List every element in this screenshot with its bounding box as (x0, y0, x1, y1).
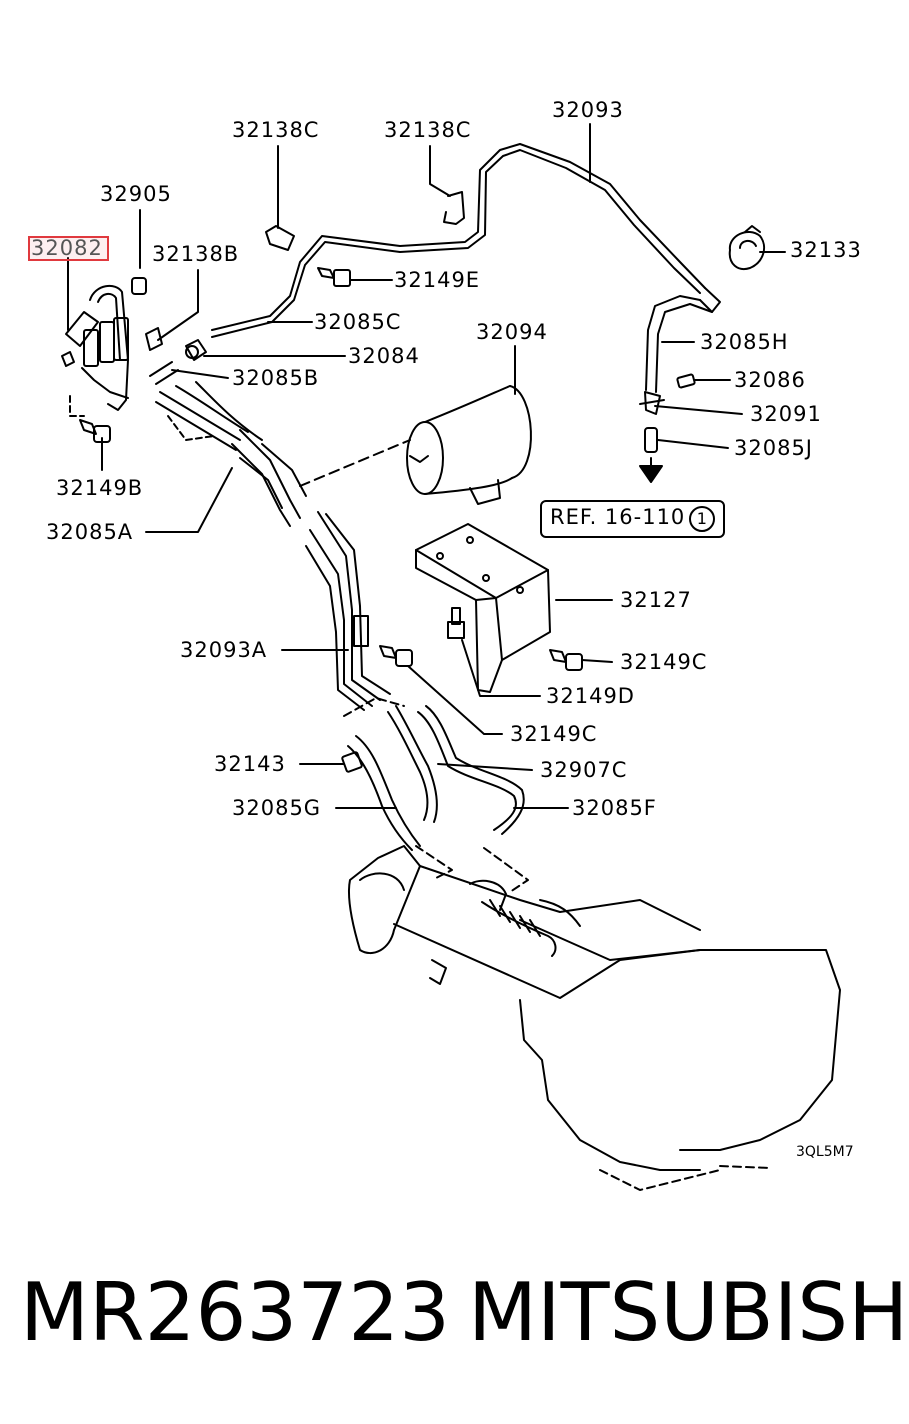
solenoid-valve-32082 (61, 284, 163, 417)
canister-32094 (406, 385, 532, 505)
label-32143[interactable]: 32143 (214, 752, 286, 776)
reference-text: REF. 16-110 (550, 505, 686, 529)
parts-diagram (61, 123, 841, 1191)
leader-lines (67, 123, 786, 809)
label-32138C-right[interactable]: 32138C (384, 118, 472, 142)
reference-circle-number: 1 (689, 506, 716, 532)
label-32905[interactable]: 32905 (100, 182, 172, 206)
transmission-housing (347, 845, 841, 1191)
label-32149D[interactable]: 32149D (546, 684, 635, 708)
label-32907C[interactable]: 32907C (540, 758, 628, 782)
label-32085J[interactable]: 32085J (734, 436, 813, 460)
label-32085G[interactable]: 32085G (232, 796, 322, 820)
label-32085B[interactable]: 32085B (232, 366, 320, 390)
label-32084[interactable]: 32084 (348, 344, 420, 368)
label-32082-highlighted[interactable]: 32082 (28, 236, 109, 261)
label-32094[interactable]: 32094 (476, 320, 548, 344)
label-32149C-right[interactable]: 32149C (620, 650, 708, 674)
label-32133[interactable]: 32133 (790, 238, 862, 262)
label-32091[interactable]: 32091 (750, 402, 822, 426)
part-number-title: MR263723 (20, 1266, 450, 1359)
label-32127[interactable]: 32127 (620, 588, 692, 612)
pipe-32093 (211, 143, 706, 331)
label-32093[interactable]: 32093 (552, 98, 624, 122)
label-32149C-lower[interactable]: 32149C (510, 722, 598, 746)
brand-name: MITSUBISHI (468, 1266, 909, 1359)
label-32093A[interactable]: 32093A (180, 638, 268, 662)
label-32138C-left[interactable]: 32138C (232, 118, 320, 142)
bracket-32127 (415, 523, 551, 693)
label-32149E[interactable]: 32149E (394, 268, 481, 292)
label-32085C[interactable]: 32085C (314, 310, 402, 334)
label-32085F[interactable]: 32085F (572, 796, 657, 820)
label-32138B[interactable]: 32138B (152, 242, 240, 266)
label-32085H[interactable]: 32085H (700, 330, 789, 354)
drawing-code: 3QL5M7 (796, 1144, 854, 1160)
label-32086[interactable]: 32086 (734, 368, 806, 392)
label-32149B[interactable]: 32149B (56, 476, 144, 500)
label-32085A[interactable]: 32085A (46, 520, 134, 544)
